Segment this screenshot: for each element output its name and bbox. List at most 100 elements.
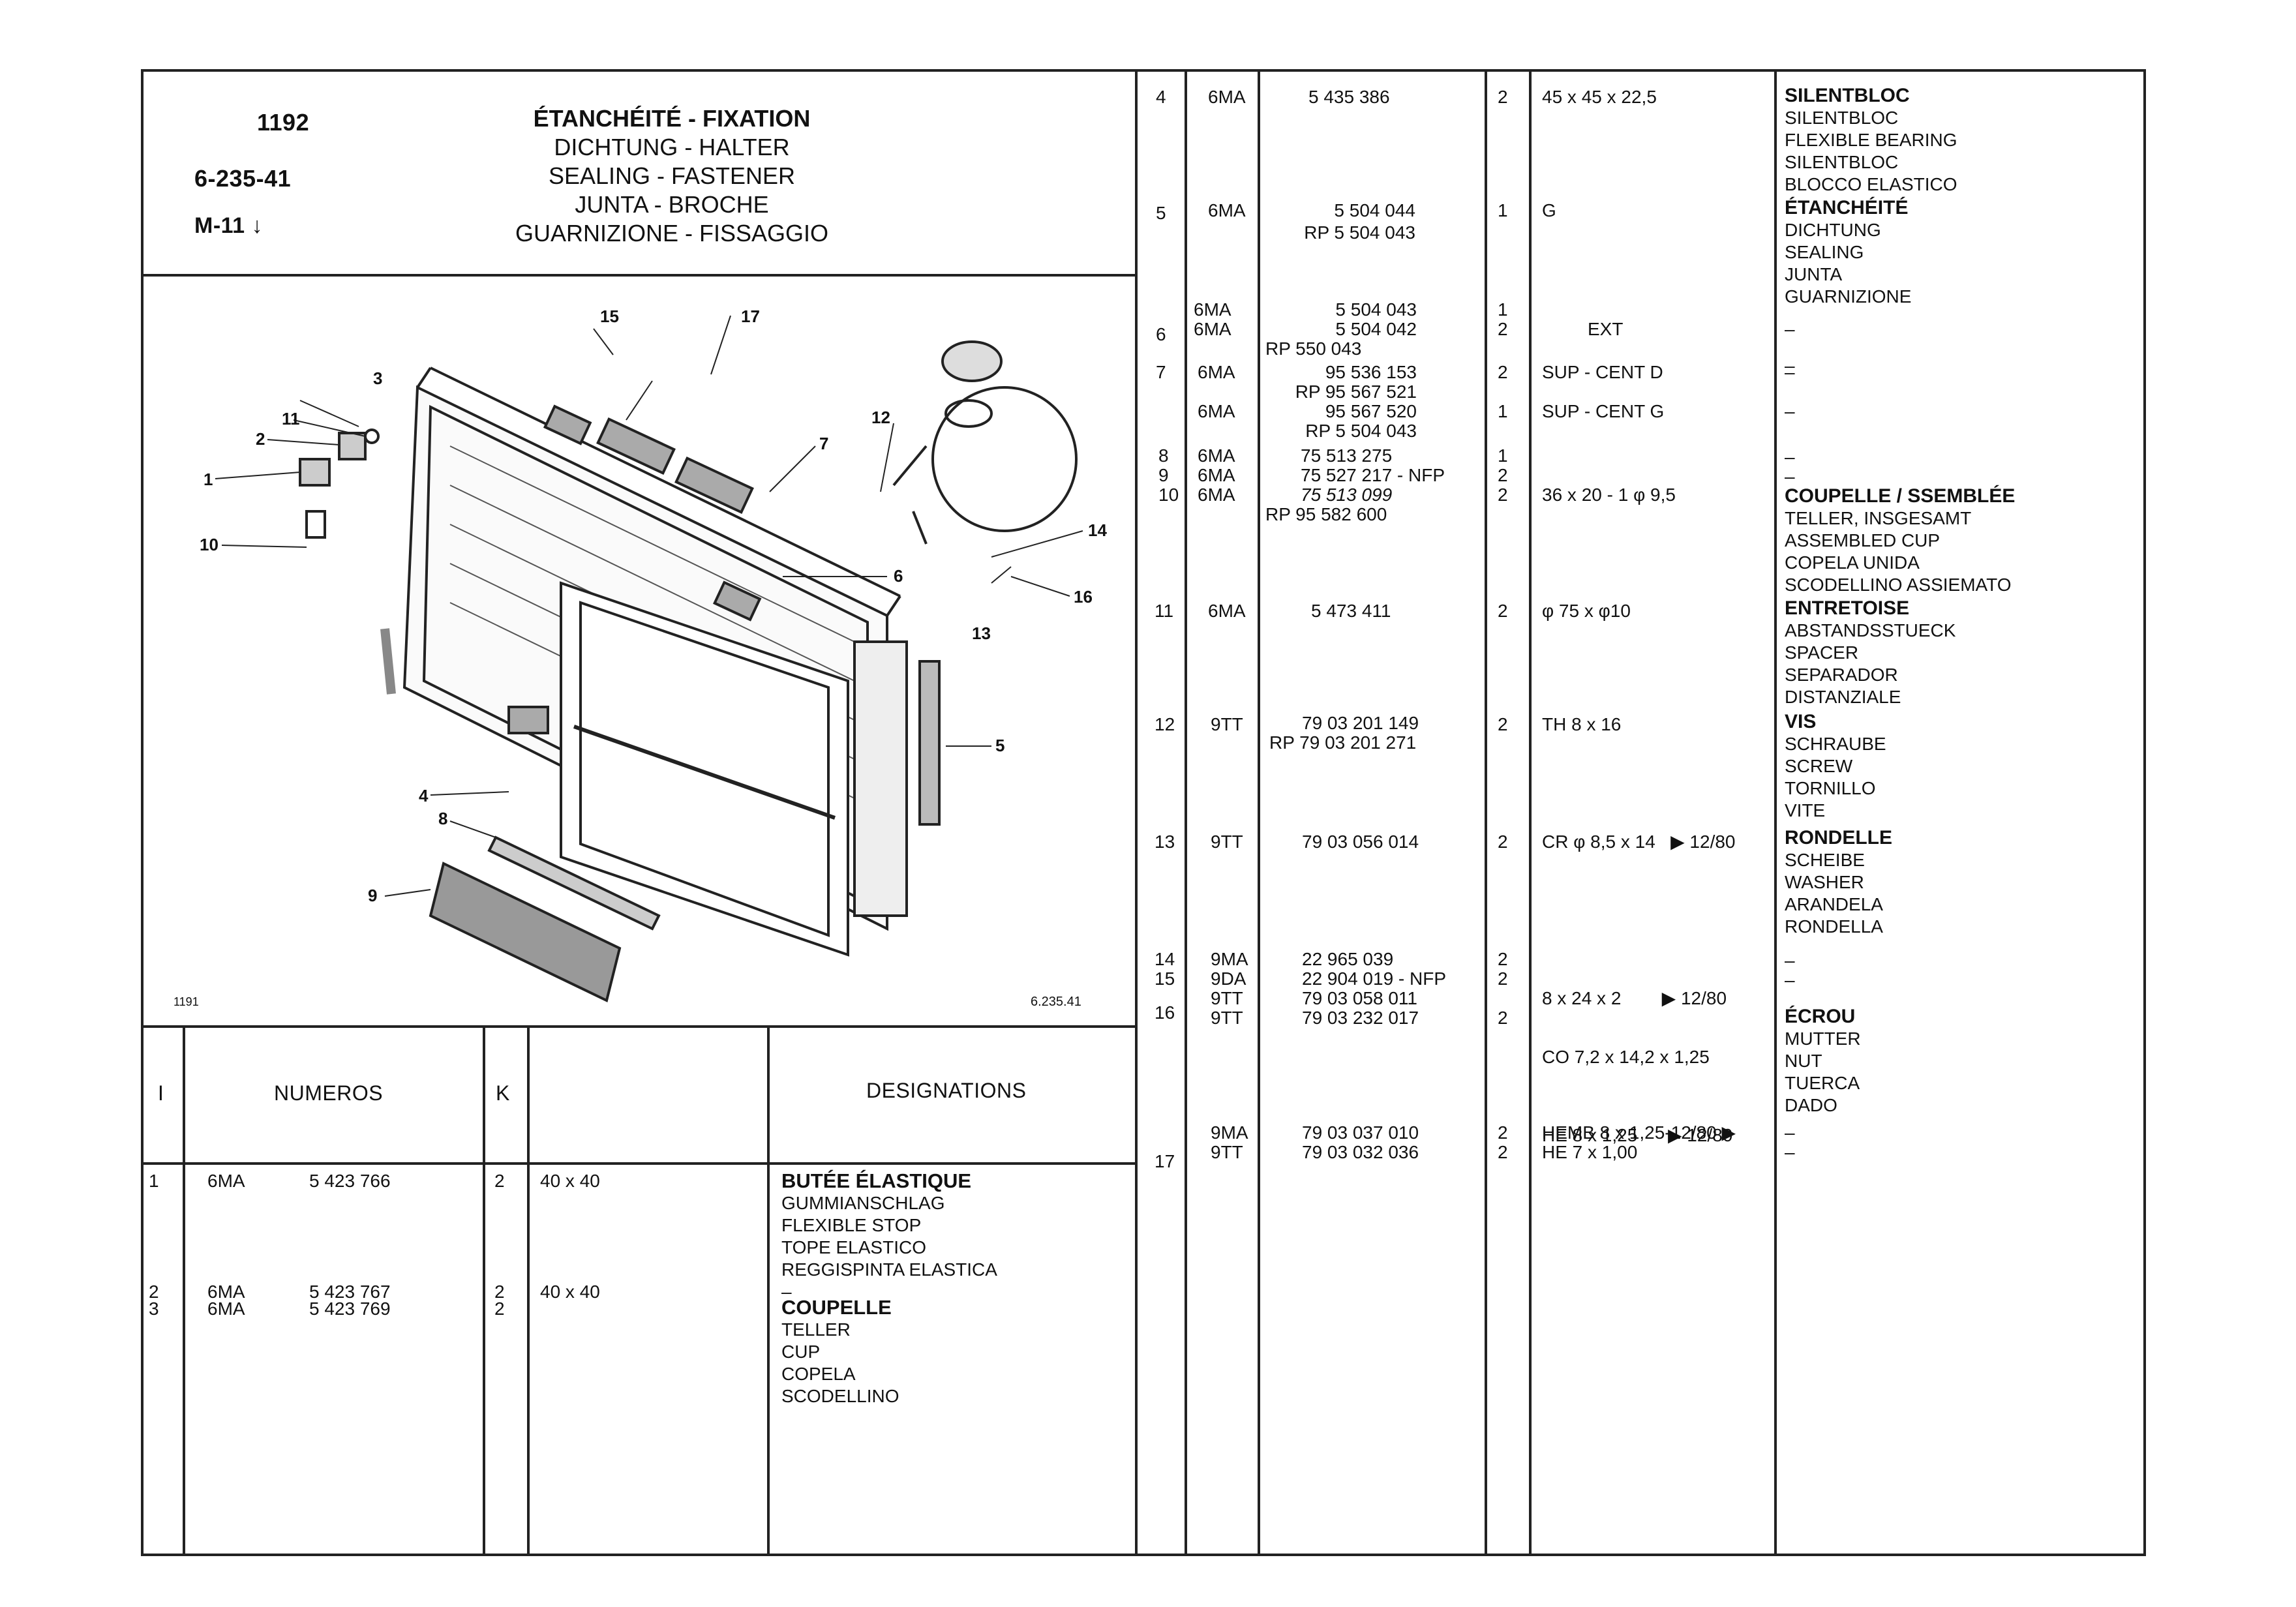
lrow2-k: 2 2 bbox=[494, 1281, 505, 1320]
cell: 6MA bbox=[1198, 401, 1235, 421]
desc-line: – bbox=[1785, 447, 1795, 467]
cell: 2 bbox=[1498, 714, 1508, 734]
expansion-tank bbox=[931, 386, 1078, 532]
cell: 6MA bbox=[207, 1282, 245, 1302]
cell: 9MA bbox=[1211, 949, 1248, 969]
cell: RP 79 03 201 271 bbox=[1269, 732, 1417, 753]
right-col-line-3 bbox=[1485, 69, 1487, 1556]
cell: 6MA bbox=[207, 1171, 245, 1191]
arrow-down-icon: ↓ bbox=[251, 213, 264, 238]
r14-prefix: 9MA 9DA 9TT 9TT bbox=[1211, 950, 1248, 1028]
section-titles: ÉTANCHÉITÉ - FIXATION DICHTUNG - HALTER … bbox=[496, 104, 848, 248]
r6-spec: EXT bbox=[1542, 300, 1623, 339]
cell: 16 bbox=[1155, 1002, 1175, 1023]
desc-line: SCODELLINO bbox=[781, 1386, 899, 1406]
r13-spec: CR φ 8,5 x 14 ▶ 12/80 bbox=[1542, 831, 1736, 853]
right-col-line-1 bbox=[1185, 69, 1187, 1556]
cell: 9TT bbox=[1211, 1142, 1243, 1162]
cell: 1 bbox=[1498, 401, 1508, 421]
r12-i: 12 bbox=[1155, 713, 1175, 736]
desc-line: SEALING bbox=[1785, 242, 1864, 262]
diagram-divider bbox=[141, 1025, 1138, 1028]
r12-spec: TH 8 x 16 bbox=[1542, 713, 1621, 736]
callout-17: 17 bbox=[741, 307, 760, 326]
desc-line: SILENTBLOC bbox=[1785, 152, 1899, 172]
cell: G bbox=[1542, 200, 1556, 220]
desc-line: – bbox=[781, 1282, 792, 1302]
cell: 5 423 769 bbox=[309, 1299, 391, 1319]
callout-2: 2 bbox=[256, 429, 265, 449]
cell: 1 bbox=[1498, 200, 1508, 220]
r5-spec: G bbox=[1542, 200, 1556, 222]
r8-desc: – – COUPELLE / SSEMBLÉE TELLER, INSGESAM… bbox=[1785, 446, 2015, 596]
header-col-i: I bbox=[158, 1081, 164, 1105]
cell: RP 550 043 bbox=[1265, 338, 1362, 359]
r5-number: 5 504 044 RP 5 504 043 bbox=[1278, 200, 1415, 244]
desc-line: – bbox=[1785, 362, 1795, 382]
cell: 5 504 044 bbox=[1334, 200, 1415, 220]
cell: 5 504 042 bbox=[1335, 319, 1417, 339]
desc-line: SCREW bbox=[1785, 756, 1853, 776]
lrow1-prefix: 6MA bbox=[207, 1170, 245, 1192]
cell bbox=[1156, 305, 1166, 325]
diagram-ref-right: 6.235.41 bbox=[1031, 995, 1081, 1009]
lrow1-k: 2 bbox=[494, 1170, 505, 1192]
desc-line: COPELA UNIDA bbox=[1785, 552, 1920, 573]
r11-number: 5 473 411 bbox=[1311, 600, 1391, 622]
title-es: JUNTA - BROCHE bbox=[575, 191, 769, 218]
r6-desc: – – bbox=[1785, 320, 1795, 376]
cell: 79 03 032 036 bbox=[1302, 1142, 1419, 1162]
cell: RP 95 582 600 bbox=[1265, 504, 1387, 524]
callout-5: 5 bbox=[995, 736, 1004, 755]
r7-i: 7 bbox=[1156, 363, 1166, 382]
cell: 11 bbox=[1155, 601, 1174, 621]
callout-16: 16 bbox=[1074, 587, 1093, 607]
cell: 1 bbox=[149, 1171, 159, 1191]
desc-line: – bbox=[1785, 1142, 1795, 1162]
callout-7: 7 bbox=[819, 434, 828, 453]
cell: 2 bbox=[1498, 485, 1508, 505]
r11-i: 11 bbox=[1155, 600, 1173, 622]
cell: 5 bbox=[1156, 203, 1166, 223]
diagram-ref-left: 1191 bbox=[174, 995, 199, 1008]
title-de: DICHTUNG - HALTER bbox=[554, 134, 790, 160]
cell: HE 8 x 1,25 ▶ 12/80 bbox=[1542, 1125, 1733, 1145]
lrow2-prefix: 6MA 6MA bbox=[207, 1281, 245, 1320]
desc-line: ÉCROU bbox=[1785, 1006, 1856, 1027]
header-divider bbox=[141, 274, 1138, 277]
r4-spec: 45 x 45 x 22,5 bbox=[1542, 86, 1657, 108]
cell: 2 bbox=[1498, 949, 1508, 969]
cell: 9DA bbox=[1211, 969, 1246, 989]
r6-i: 6 bbox=[1156, 305, 1166, 344]
r17-desc: – – bbox=[1785, 1123, 1795, 1162]
callout-3: 3 bbox=[373, 368, 382, 388]
desc-line: ABSTANDSSTUECK bbox=[1785, 620, 1956, 640]
cell: RP 95 567 521 bbox=[1295, 382, 1417, 402]
r8-prefix: 6MA 6MA 6MA bbox=[1198, 446, 1235, 505]
r17-spec: HEMB 8 x 1,25-12/80 ▶ HE 7 x 1,00 bbox=[1542, 1123, 1736, 1162]
cell: 5 423 766 bbox=[309, 1171, 391, 1191]
r12-number: 79 03 201 149 RP 79 03 201 271 bbox=[1269, 713, 1419, 753]
r14-desc: – – ÉCROU MUTTER NUT TUERCA DADO bbox=[1785, 950, 1861, 1117]
cell: 2 bbox=[1498, 319, 1508, 339]
r8-k: 1 2 2 bbox=[1498, 446, 1508, 505]
cell: 9TT bbox=[1211, 988, 1243, 1008]
cell: SUP - CENT G bbox=[1542, 401, 1665, 421]
desc-line: GUMMIANSCHLAG bbox=[781, 1193, 945, 1213]
desc-line: TELLER, INSGESAMT bbox=[1785, 508, 1972, 528]
seal-strip-5 bbox=[918, 660, 941, 826]
callout-9: 9 bbox=[368, 886, 377, 905]
lrow1-desc: BUTÉE ÉLASTIQUE GUMMIANSCHLAG FLEXIBLE S… bbox=[781, 1170, 997, 1281]
r4-k: 2 bbox=[1498, 86, 1508, 108]
cell: 6MA bbox=[207, 1299, 245, 1319]
r7-k: 2 1 bbox=[1498, 363, 1508, 421]
desc-line: BLOCCO ELASTICO bbox=[1785, 174, 1957, 194]
cell: 9TT bbox=[1211, 832, 1243, 852]
left-col-line-3 bbox=[527, 1025, 530, 1556]
exploded-diagram: 1 2 3 4 5 6 7 8 9 10 11 12 13 14 15 16 1… bbox=[174, 307, 1107, 1009]
desc-line: ARANDELA bbox=[1785, 894, 1883, 914]
left-col-line-2 bbox=[483, 1025, 485, 1556]
cell: CO 7,2 x 14,2 x 1,25 bbox=[1542, 1047, 1710, 1067]
title-en: SEALING - FASTENER bbox=[548, 162, 796, 189]
desc-line: SCHRAUBE bbox=[1785, 734, 1886, 754]
